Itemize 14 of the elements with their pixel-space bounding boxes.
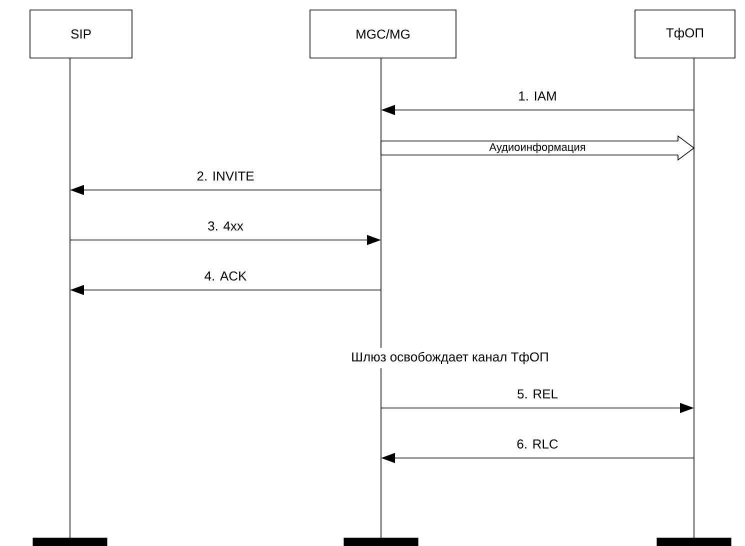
participant-box: SIP [30,10,132,58]
edge-label: 3. 4xx [208,221,244,231]
participant-box: MGC/MG [310,10,456,58]
lifeline-end-bar [32,538,108,546]
lifeline-end-bar [656,538,732,546]
edge-label: 2. INVITE [197,171,254,181]
edge-label: 1. IAM [519,92,556,100]
edge-label: 5. REL [518,389,558,399]
edge-label: 4. ACK [204,271,247,281]
edge-label: Аудиоинформация [488,142,587,154]
lifeline-end-bar [344,538,418,546]
note: Шлюз освобождает канал ТфОП [347,348,553,368]
edge-label: 6. RLC [517,439,558,449]
participant-box: ТфОП [634,10,736,58]
